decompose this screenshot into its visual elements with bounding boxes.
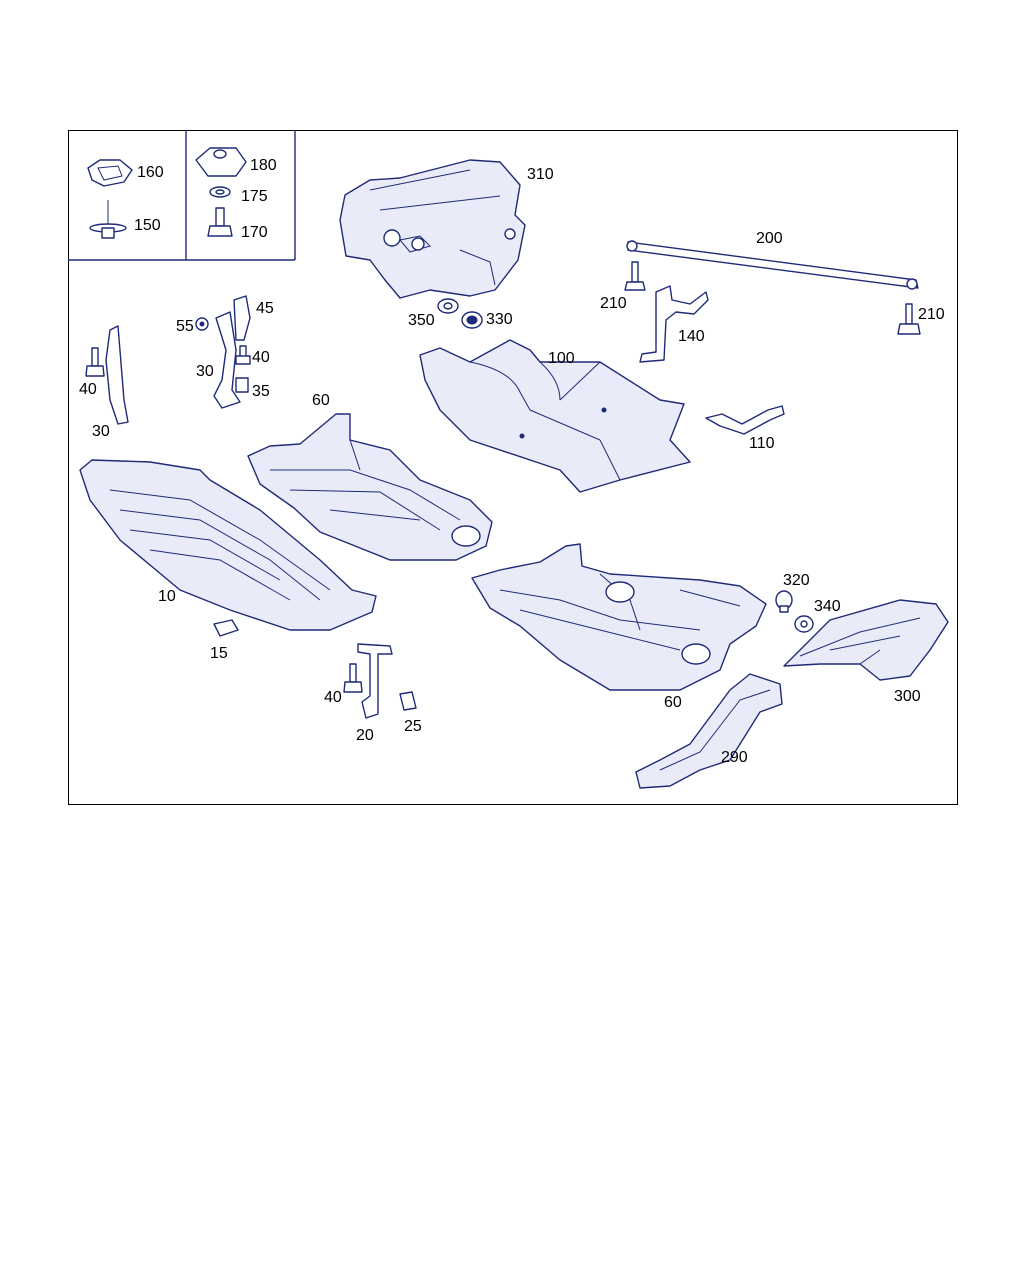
label-60-lower: 60 [664, 694, 682, 711]
part-40-bolt-left [85, 347, 105, 377]
label-25: 25 [404, 718, 422, 735]
label-170: 170 [241, 224, 268, 241]
label-40-upper: 40 [252, 349, 270, 366]
label-300: 300 [894, 688, 921, 705]
part-175-washer [209, 186, 231, 198]
label-35: 35 [252, 383, 270, 400]
label-100: 100 [548, 350, 575, 367]
label-200: 200 [756, 230, 783, 247]
part-340-washer [794, 615, 814, 633]
label-40-lower: 40 [324, 689, 342, 706]
part-170-bolt [207, 207, 233, 237]
inset-boxes [68, 130, 296, 261]
part-110-bracket [705, 405, 785, 435]
label-55: 55 [176, 318, 194, 335]
label-45: 45 [256, 300, 274, 317]
part-300-shield [783, 599, 949, 681]
label-30-upper: 30 [196, 363, 214, 380]
label-180: 180 [250, 157, 277, 174]
part-160-clip [87, 159, 133, 187]
label-290: 290 [721, 749, 748, 766]
label-10: 10 [158, 588, 176, 605]
label-140: 140 [678, 328, 705, 345]
label-15: 15 [210, 645, 228, 662]
label-175: 175 [241, 188, 268, 205]
label-350: 350 [408, 312, 435, 329]
diagram-frame [68, 130, 958, 805]
label-150: 150 [134, 217, 161, 234]
label-110: 110 [749, 435, 775, 452]
part-30-bracket-left [105, 325, 129, 425]
part-40-bolt-upper [235, 345, 251, 365]
label-320: 320 [783, 572, 810, 589]
part-35-clip [235, 377, 249, 393]
label-330: 330 [486, 311, 513, 328]
label-60-upper: 60 [312, 392, 330, 409]
part-60-shield-upper [247, 413, 493, 561]
part-200-strut [626, 240, 919, 290]
part-25-clip [399, 691, 417, 711]
part-30-bracket-upper [213, 311, 241, 409]
part-330-clip [461, 311, 483, 329]
part-350-washer [437, 298, 459, 314]
part-210-bolt-a [624, 261, 646, 291]
part-210-bolt-b [897, 303, 921, 335]
part-320-nut [775, 590, 793, 613]
part-60-shield-lower [471, 543, 767, 691]
label-210-b: 210 [918, 306, 945, 323]
part-10-panel [79, 459, 377, 631]
label-310: 310 [527, 166, 554, 183]
part-15-clip [213, 619, 239, 637]
label-30-left: 30 [92, 423, 110, 440]
part-20-bracket [357, 643, 393, 719]
part-45-bracket [233, 295, 251, 341]
label-40-left: 40 [79, 381, 97, 398]
part-310-cover [339, 159, 526, 299]
part-180-nutclip [195, 147, 247, 177]
part-40-bolt-lower [343, 663, 363, 693]
label-210-a: 210 [600, 295, 627, 312]
part-150-rivet [89, 200, 127, 239]
label-160: 160 [137, 164, 164, 181]
part-140-bracket [639, 285, 709, 363]
callout-labels: 160 150 180 175 170 310 200 210 140 210 … [79, 157, 945, 766]
part-100-shield [419, 339, 691, 493]
label-340: 340 [814, 598, 841, 615]
part-55-nut [195, 317, 209, 331]
part-290-shield [635, 673, 783, 789]
label-20: 20 [356, 727, 374, 744]
